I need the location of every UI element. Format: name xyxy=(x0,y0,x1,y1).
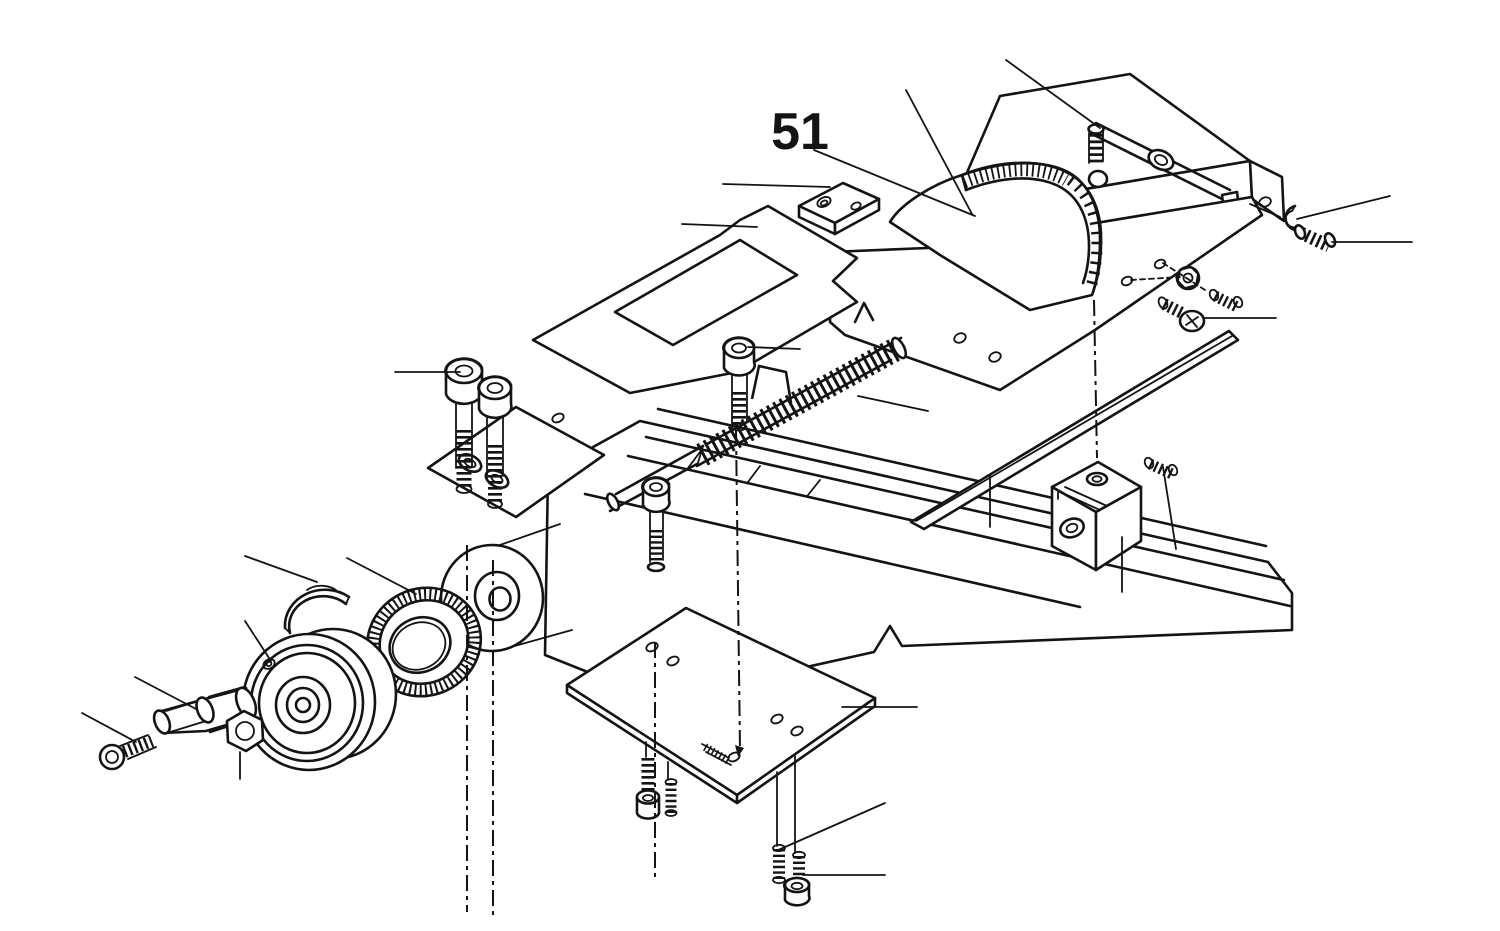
plate-set-screw xyxy=(792,755,806,884)
handwheel xyxy=(241,627,398,772)
plate-set-screw xyxy=(664,761,678,817)
cap-screw xyxy=(641,476,671,573)
plate-cap-screw xyxy=(635,741,661,820)
gib-clamp-bar xyxy=(797,181,881,236)
plate-set-screw xyxy=(772,771,786,885)
cover-plate xyxy=(531,204,859,395)
steel-ball xyxy=(1087,169,1109,189)
centerlines xyxy=(466,299,1098,916)
callout-51-leader xyxy=(813,149,976,217)
cap-screw xyxy=(722,336,756,432)
handle-screw xyxy=(98,734,157,771)
set-screw xyxy=(1293,224,1337,252)
hex-nut xyxy=(225,709,265,753)
gib-strip xyxy=(909,329,1240,531)
leader-lines xyxy=(81,59,1413,876)
base-plate xyxy=(565,606,877,805)
leadscrew-nut-block xyxy=(1050,460,1143,572)
clamp-stud xyxy=(1087,123,1105,164)
retaining-clip xyxy=(283,584,351,635)
cover-plate-window xyxy=(613,238,799,347)
handle-pin-hole xyxy=(262,658,276,670)
pan-head-screw xyxy=(1157,296,1206,333)
cap-screw xyxy=(477,375,513,509)
part-number-callout: 51 xyxy=(771,103,829,161)
saddle-body xyxy=(426,364,1294,702)
adjuster-nut xyxy=(1175,265,1201,291)
set-screw xyxy=(1208,288,1244,312)
block-set-screw xyxy=(1143,456,1179,480)
graduated-swivel-arc xyxy=(888,161,1103,312)
plate-cap-screw xyxy=(783,876,811,907)
